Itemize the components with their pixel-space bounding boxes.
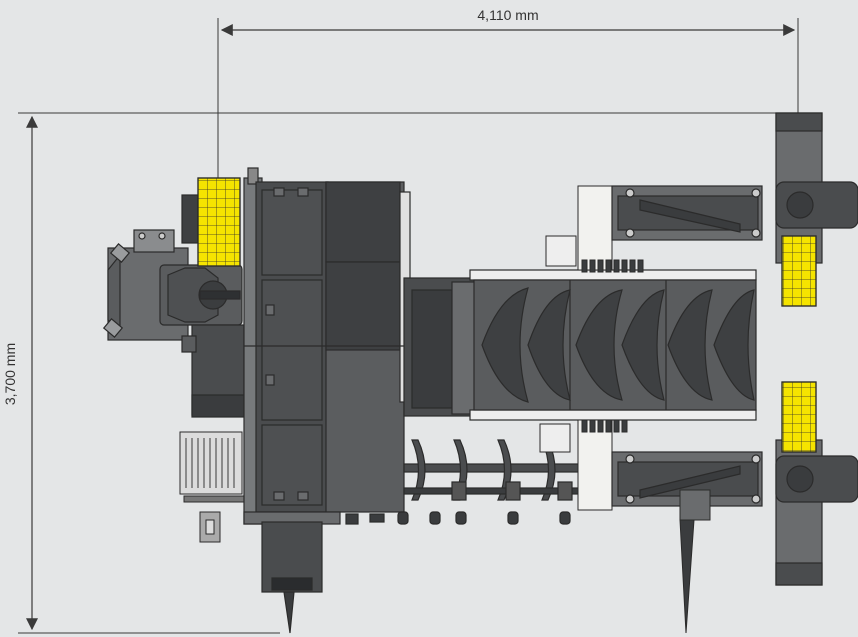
cable-reel [179,431,245,543]
outrigger-arm-top [611,185,763,241]
side-panels [539,185,644,511]
conveyor-flights [481,287,755,403]
engine-bolt-bottom [102,318,124,338]
panel-bottom [577,419,613,511]
auger [345,439,585,525]
track-top [775,112,858,307]
engine-bolt-top [109,243,131,263]
width-dimension-label: 4,110 mm [477,7,538,23]
dimension-height: 3,700 mm [2,112,780,634]
panel-top [577,185,613,271]
conveyor-rail-top [469,269,757,281]
track-bottom [775,381,858,586]
discharge-chute [243,511,341,634]
engine-unit [102,177,245,418]
height-dimension-label: 3,700 mm [2,343,18,405]
conveyor [403,269,757,421]
conveyor-rail-bottom [469,409,757,421]
main-frame [243,167,411,525]
rear-spike [679,489,711,634]
